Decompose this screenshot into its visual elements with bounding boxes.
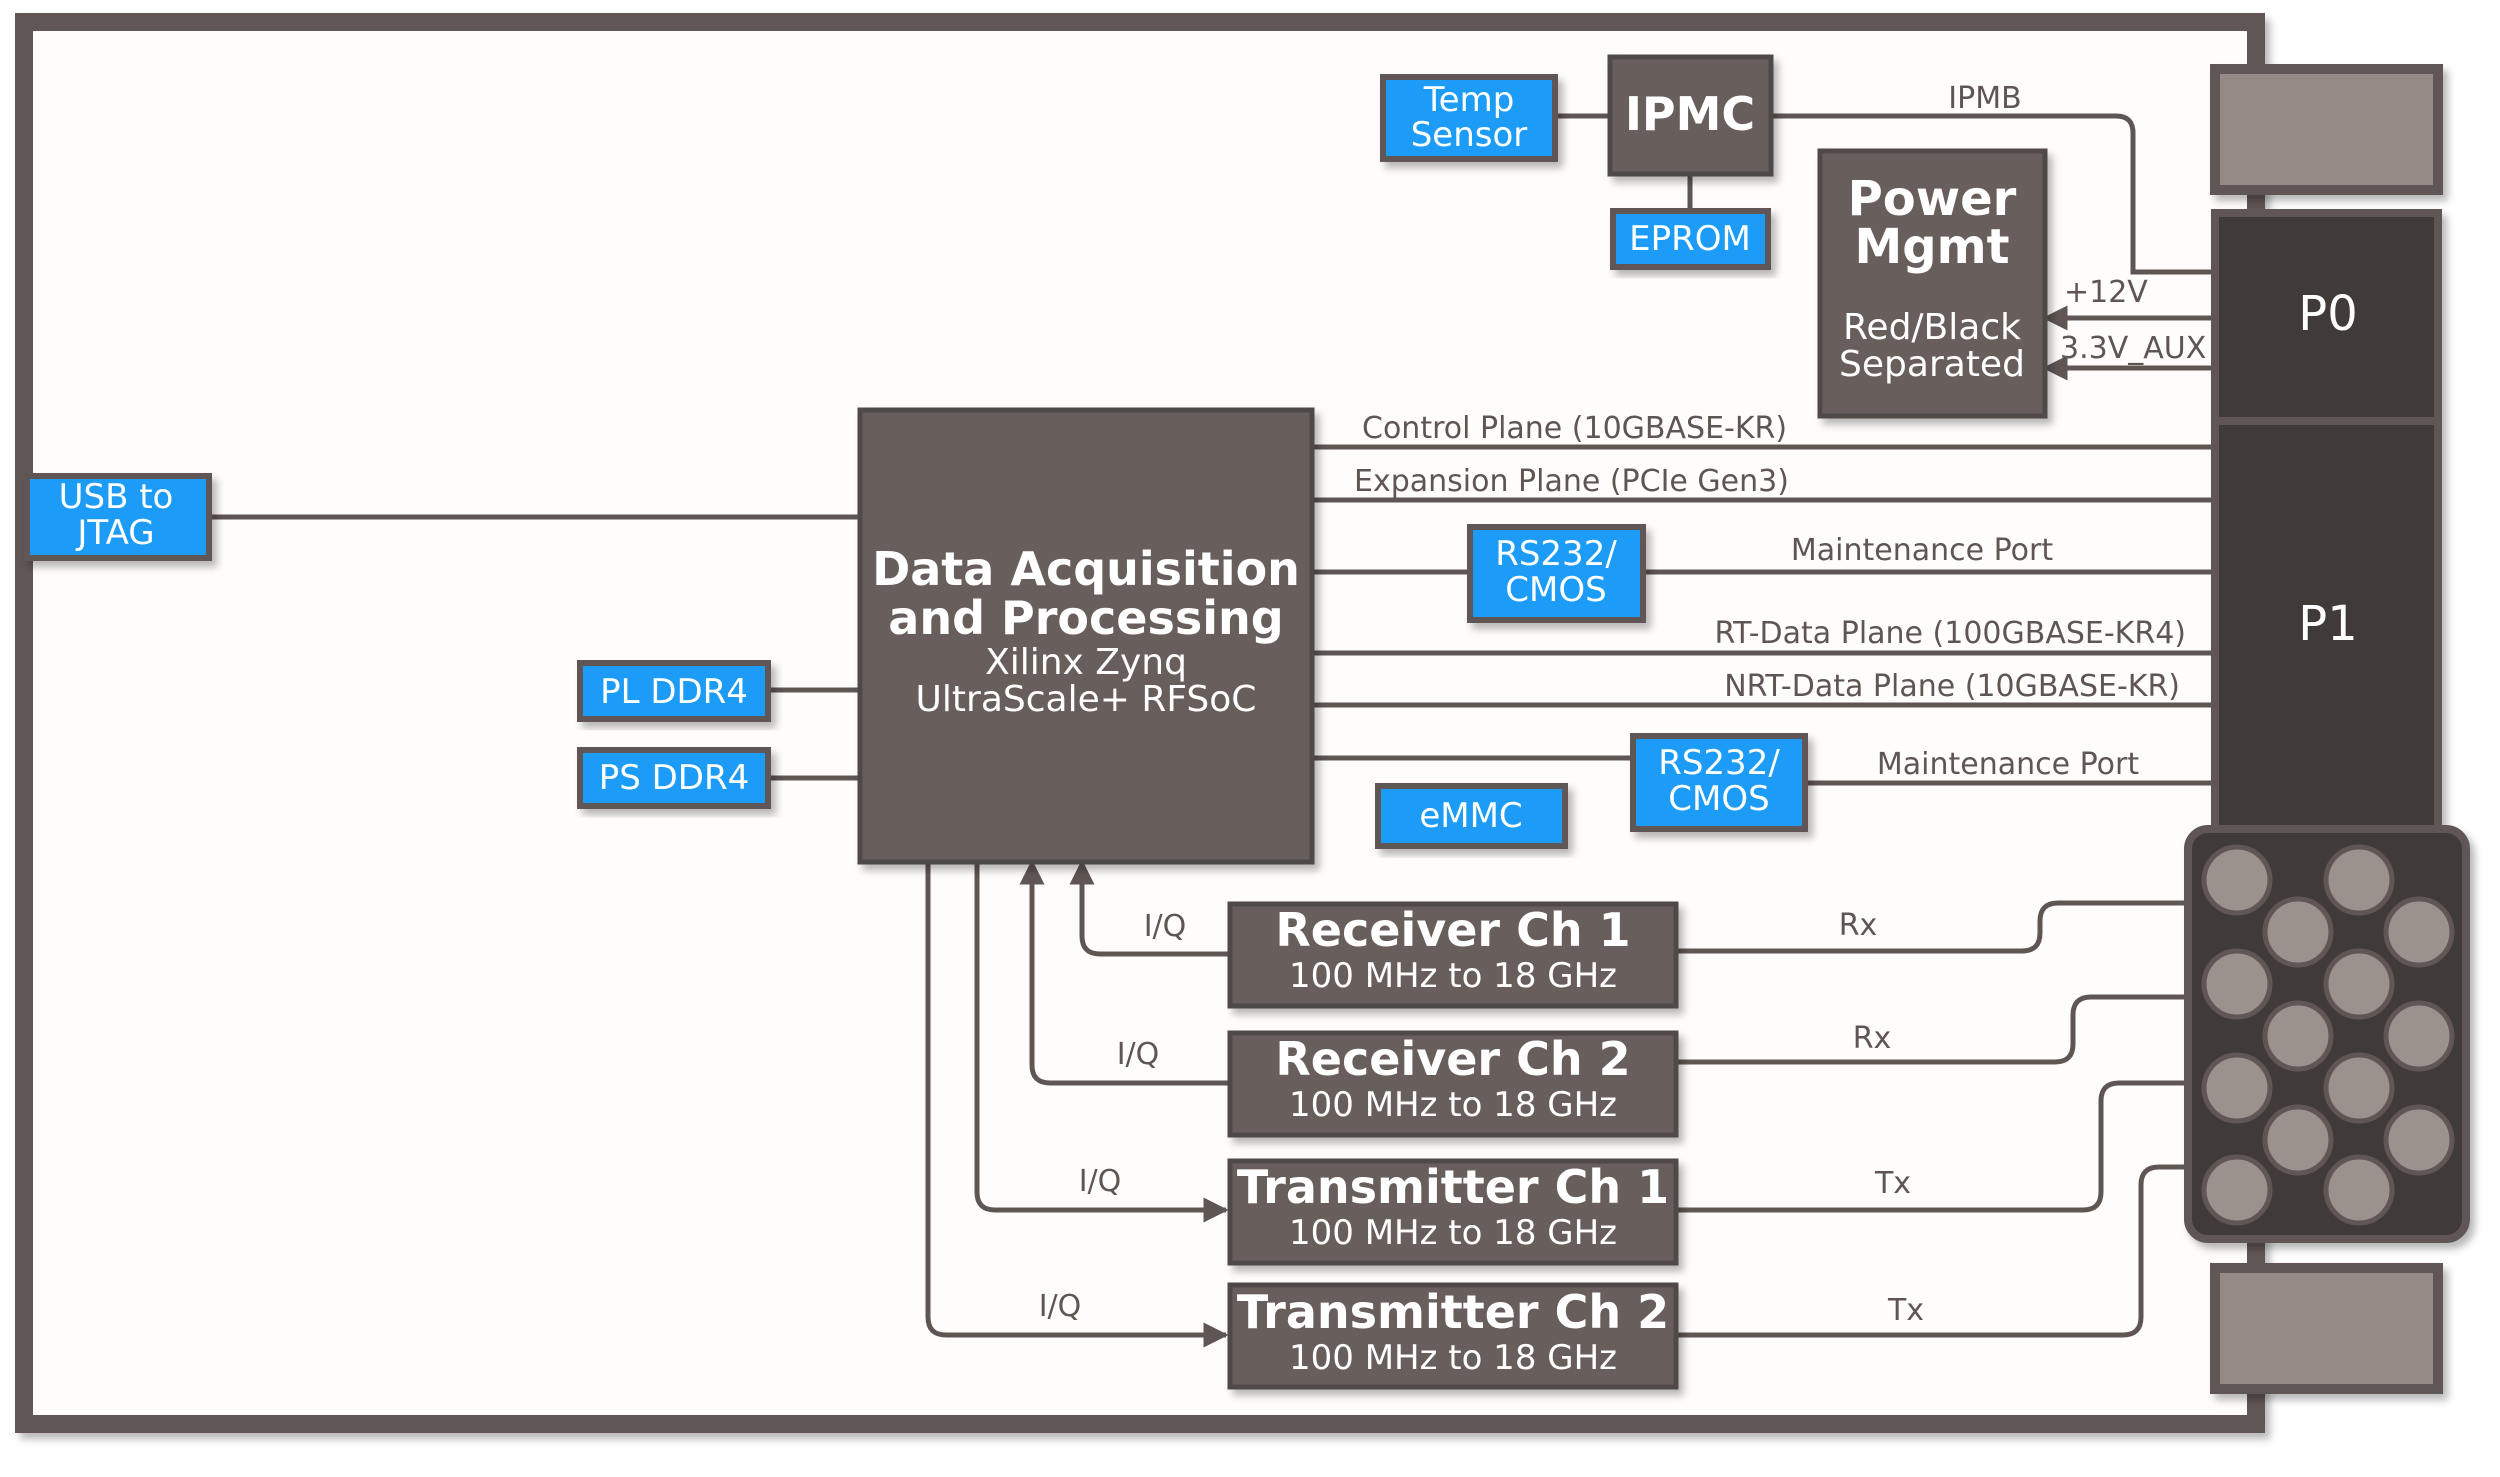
svg-text:Red/Black: Red/Black [1843, 307, 2021, 348]
svg-text:RS232/: RS232/ [1658, 743, 1780, 783]
svg-text:Separated: Separated [1839, 344, 2025, 385]
rx-label-2: Rx [1853, 1021, 1892, 1056]
nrt-data-plane-label: NRT-Data Plane (10GBASE-KR) [1724, 669, 2180, 704]
control-plane-label: Control Plane (10GBASE-KR) [1362, 411, 1787, 446]
v33-label: 3.3V_AUX [2060, 331, 2206, 366]
usb-jtag-block: USB to JTAG [24, 473, 212, 561]
svg-text:100 MHz to 18 GHz: 100 MHz to 18 GHz [1289, 956, 1617, 996]
svg-text:Xilinx Zynq: Xilinx Zynq [985, 642, 1187, 683]
coax-contacts [2201, 844, 2455, 1226]
svg-text:USB to: USB to [59, 477, 174, 517]
connection-lines [209, 113, 2215, 1348]
v12-label: +12V [2064, 275, 2148, 310]
svg-text:eMMC: eMMC [1419, 796, 1522, 836]
pl-ddr4-block: PL DDR4 [577, 660, 771, 722]
transmitter-ch2-block: Transmitter Ch 2 100 MHz to 18 GHz [1227, 1282, 1679, 1390]
svg-text:Transmitter Ch 1: Transmitter Ch 1 [1237, 1160, 1669, 1214]
rs232-cmos-block-2: RS232/ CMOS [1630, 733, 1808, 832]
svg-text:Transmitter Ch 2: Transmitter Ch 2 [1237, 1285, 1669, 1339]
svg-text:UltraScale+ RFSoC: UltraScale+ RFSoC [916, 679, 1257, 720]
svg-text:CMOS: CMOS [1668, 779, 1769, 819]
power-mgmt-block: Power Mgmt Red/Black Separated [1817, 148, 2048, 419]
svg-text:Power: Power [1848, 171, 2017, 227]
rt-data-plane-label: RT-Data Plane (100GBASE-KR4) [1715, 616, 2187, 651]
tx-label-1: Tx [1874, 1166, 1911, 1201]
svg-text:100 MHz to 18 GHz: 100 MHz to 18 GHz [1289, 1213, 1617, 1253]
svg-text:Mgmt: Mgmt [1854, 219, 2009, 275]
eprom-block: EPROM [1610, 208, 1771, 270]
svg-text:PL DDR4: PL DDR4 [600, 672, 748, 712]
svg-text:Sensor: Sensor [1411, 115, 1528, 155]
svg-text:Receiver Ch 2: Receiver Ch 2 [1275, 1032, 1630, 1086]
backplane-connectors [2184, 64, 2470, 1394]
p0-label: P0 [2298, 286, 2357, 342]
svg-text:CMOS: CMOS [1505, 570, 1606, 610]
svg-text:and Processing: and Processing [888, 591, 1283, 645]
rs232-cmos-block-1: RS232/ CMOS [1467, 524, 1646, 623]
svg-text:JTAG: JTAG [75, 513, 154, 553]
ps-ddr4-block: PS DDR4 [577, 747, 771, 809]
data-acquisition-block: Data Acquisition and Processing Xilinx Z… [857, 407, 1315, 865]
iq-label-2: I/Q [1117, 1037, 1160, 1072]
p1-label: P1 [2298, 596, 2357, 652]
transmitter-ch1-block: Transmitter Ch 1 100 MHz to 18 GHz [1227, 1158, 1679, 1266]
svg-text:100 MHz to 18 GHz: 100 MHz to 18 GHz [1289, 1338, 1617, 1378]
svg-text:Data Acquisition: Data Acquisition [872, 542, 1300, 596]
iq-label-4: I/Q [1039, 1289, 1082, 1324]
iq-label-1: I/Q [1144, 909, 1187, 944]
receiver-ch1-block: Receiver Ch 1 100 MHz to 18 GHz [1227, 901, 1679, 1009]
temp-sensor-block: Temp Sensor [1380, 74, 1558, 162]
iq-label-3: I/Q [1079, 1164, 1122, 1199]
svg-text:Receiver Ch 1: Receiver Ch 1 [1275, 903, 1630, 957]
tx-label-2: Tx [1887, 1293, 1924, 1328]
maintenance-port-2-label: Maintenance Port [1877, 747, 2139, 782]
receiver-ch2-block: Receiver Ch 2 100 MHz to 18 GHz [1227, 1030, 1679, 1138]
svg-text:100 MHz to 18 GHz: 100 MHz to 18 GHz [1289, 1085, 1617, 1125]
svg-text:EPROM: EPROM [1629, 219, 1751, 259]
svg-text:PS DDR4: PS DDR4 [599, 758, 750, 798]
expansion-plane-label: Expansion Plane (PCIe Gen3) [1354, 464, 1789, 499]
maintenance-port-1-label: Maintenance Port [1791, 533, 2053, 568]
svg-text:IPMC: IPMC [1625, 87, 1755, 141]
rx-label-1: Rx [1839, 908, 1878, 943]
ipmb-label: IPMB [1948, 81, 2021, 116]
svg-text:RS232/: RS232/ [1495, 534, 1617, 574]
svg-text:Temp: Temp [1423, 80, 1515, 120]
ipmc-block: IPMC [1607, 54, 1774, 177]
emmc-block: eMMC [1375, 783, 1568, 849]
